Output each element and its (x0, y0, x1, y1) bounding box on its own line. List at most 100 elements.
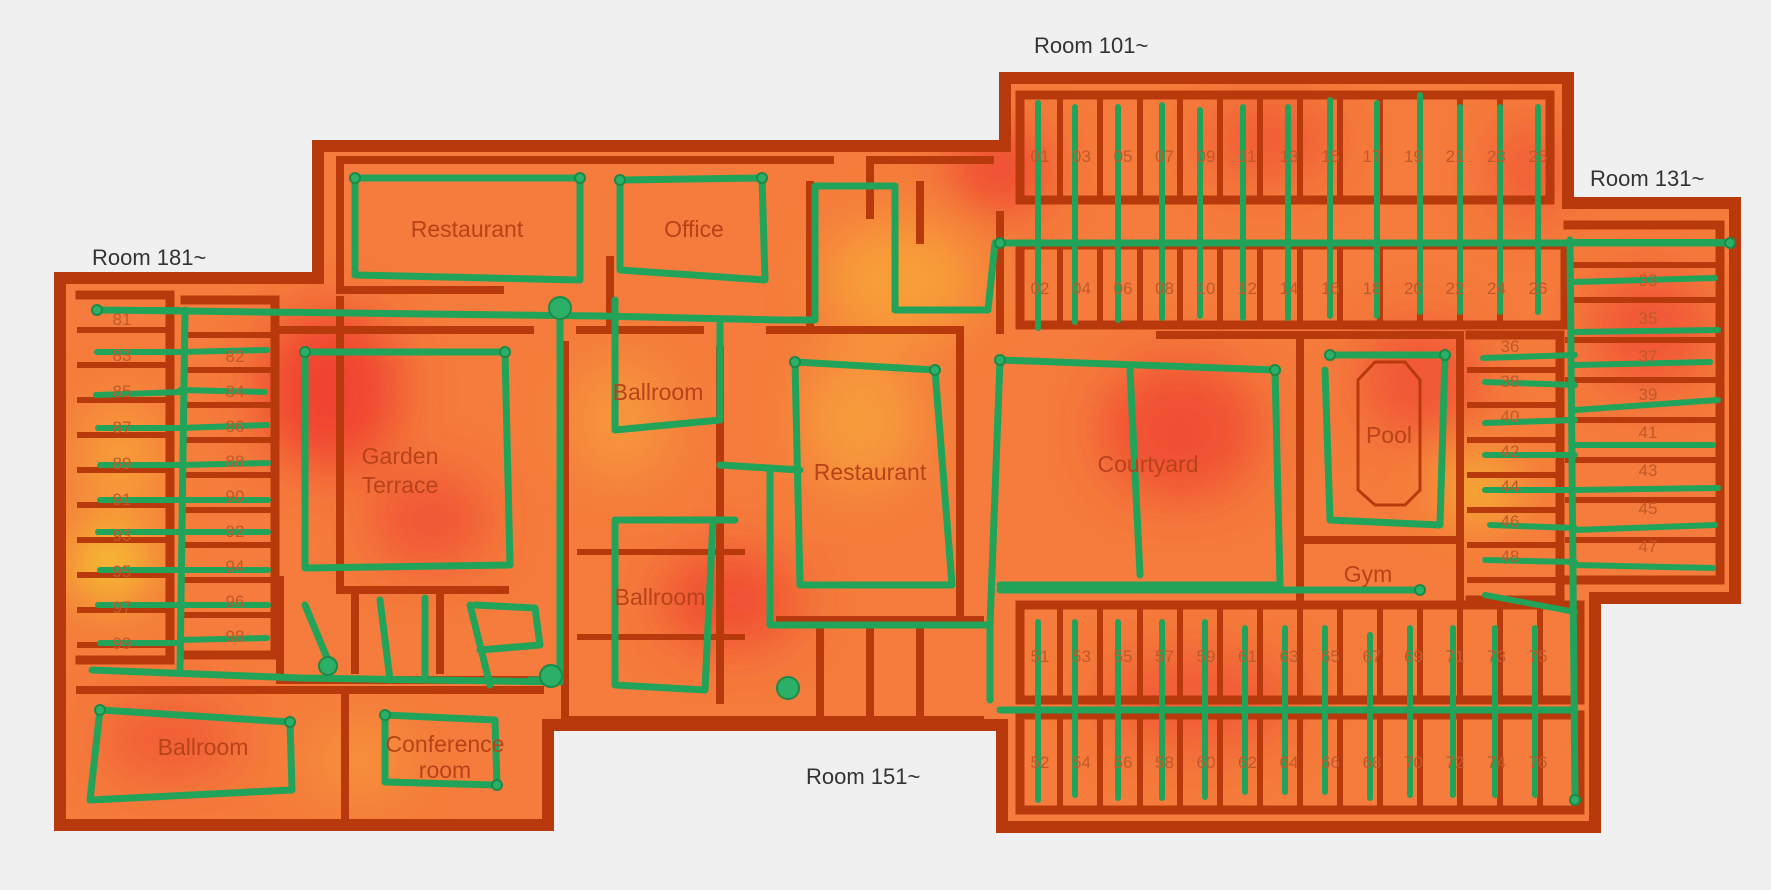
room-number-label: 73 (1487, 647, 1506, 666)
room-number-label: 94 (226, 557, 245, 576)
path-node (756, 172, 768, 184)
area-label-gym: Gym (1344, 561, 1393, 587)
room-number-label: 71 (1446, 647, 1465, 666)
room-number-label: 02 (1031, 279, 1050, 298)
room-number-label: 64 (1280, 753, 1299, 772)
path-node (284, 716, 296, 728)
path-segment (351, 174, 769, 284)
room-number-label: 76 (1529, 753, 1548, 772)
room-number-label: 17 (1363, 147, 1382, 166)
room-number-label: 70 (1404, 753, 1423, 772)
room-number-label: 65 (1321, 647, 1340, 666)
room-number-label: 85 (113, 382, 132, 401)
room-number-label: 45 (1639, 499, 1658, 518)
room-number-label: 59 (1197, 647, 1216, 666)
path-segment (611, 296, 739, 694)
room-number-label: 51 (1031, 647, 1050, 666)
room-number-label: 57 (1155, 647, 1174, 666)
path-node (1569, 794, 1581, 806)
area-label-ballroom-bottom: Ballroom (158, 734, 249, 760)
room-number-label: 67 (1363, 647, 1382, 666)
room-number-label: 89 (113, 454, 132, 473)
path-node (91, 304, 103, 316)
room-number-label: 52 (1031, 753, 1050, 772)
area-label-pool: Pool (1366, 422, 1412, 448)
room-number-label: 87 (113, 418, 132, 437)
path-nodes (91, 172, 1736, 806)
room-number-label: 35 (1639, 309, 1658, 328)
path-node (789, 356, 801, 368)
room-number-label: 07 (1155, 147, 1174, 166)
path-node (614, 174, 626, 186)
path-node-major (539, 664, 563, 688)
room-number-label: 55 (1114, 647, 1133, 666)
callout-room-151: Room 151~ (806, 764, 921, 789)
room-number-label: 68 (1363, 753, 1382, 772)
room-number-label: 12 (1238, 279, 1257, 298)
room-number-label: 48 (1501, 547, 1520, 566)
path-node (379, 709, 391, 721)
area-label-office: Office (664, 216, 724, 242)
path-node (491, 779, 503, 791)
room-number-label: 22 (1446, 279, 1465, 298)
room-number-label: 06 (1114, 279, 1133, 298)
path-segment (93, 182, 1734, 324)
room-number-label: 75 (1529, 647, 1548, 666)
dashed-partition (577, 549, 748, 640)
path-node (1414, 584, 1426, 596)
bottom-room-wing (1015, 600, 1585, 815)
path-node (1724, 237, 1736, 249)
room-number-label: 08 (1155, 279, 1174, 298)
room-number-label: 95 (113, 562, 132, 581)
room-number-label: 69 (1404, 647, 1423, 666)
room-number-label: 93 (113, 526, 132, 545)
room-number-label: 13 (1280, 147, 1299, 166)
area-label-restaurant-center: Restaurant (814, 459, 927, 485)
room-number-label: 46 (1501, 512, 1520, 531)
room-number-label: 18 (1363, 279, 1382, 298)
path-node (574, 172, 586, 184)
path-node (94, 704, 106, 716)
room-number-label: 09 (1197, 147, 1216, 166)
room-number-label: 66 (1321, 753, 1340, 772)
path-node (499, 346, 511, 358)
room-number-label: 53 (1072, 647, 1091, 666)
room-number-label: 05 (1114, 147, 1133, 166)
path-node (299, 346, 311, 358)
room-number-label: 60 (1197, 753, 1216, 772)
room-number-label: 56 (1114, 753, 1133, 772)
path-node (994, 354, 1006, 366)
room-number-label: 38 (1501, 372, 1520, 391)
room-number-label: 10 (1197, 279, 1216, 298)
path-segment (301, 594, 544, 689)
room-number-label: 37 (1639, 347, 1658, 366)
room-number-label: 74 (1487, 753, 1506, 772)
callout-room-101: Room 101~ (1034, 33, 1149, 58)
room-number-label: 36 (1501, 337, 1520, 356)
path-node-major (318, 656, 338, 676)
room-number-label: 26 (1529, 279, 1548, 298)
room-number-label: 14 (1280, 279, 1299, 298)
room-number-label: 33 (1639, 271, 1658, 290)
room-number-label: 21 (1446, 147, 1465, 166)
room-number-label: 82 (226, 347, 245, 366)
room-number-label: 44 (1501, 477, 1520, 496)
room-number-label: 86 (226, 417, 245, 436)
room-number-label: 39 (1639, 385, 1658, 404)
room-number-label: 40 (1501, 407, 1520, 426)
room-number-label: 03 (1072, 147, 1091, 166)
area-labels: Restaurant Office Garden Terrace Ballroo… (158, 216, 1412, 783)
area-label-conference: Conference (386, 731, 505, 757)
area-label-courtyard: Courtyard (1098, 451, 1199, 477)
room-number-label: 99 (113, 634, 132, 653)
room-number-label: 54 (1072, 753, 1091, 772)
path-node (1269, 364, 1281, 376)
area-label-ballroom-mid: Ballroom (613, 379, 704, 405)
path-node (1324, 349, 1336, 361)
room-number-label: 96 (226, 592, 245, 611)
room-number-label: 47 (1639, 537, 1658, 556)
room-number-label: 81 (113, 310, 132, 329)
area-label-terrace: Terrace (362, 472, 439, 498)
room-number-label: 88 (226, 452, 245, 471)
